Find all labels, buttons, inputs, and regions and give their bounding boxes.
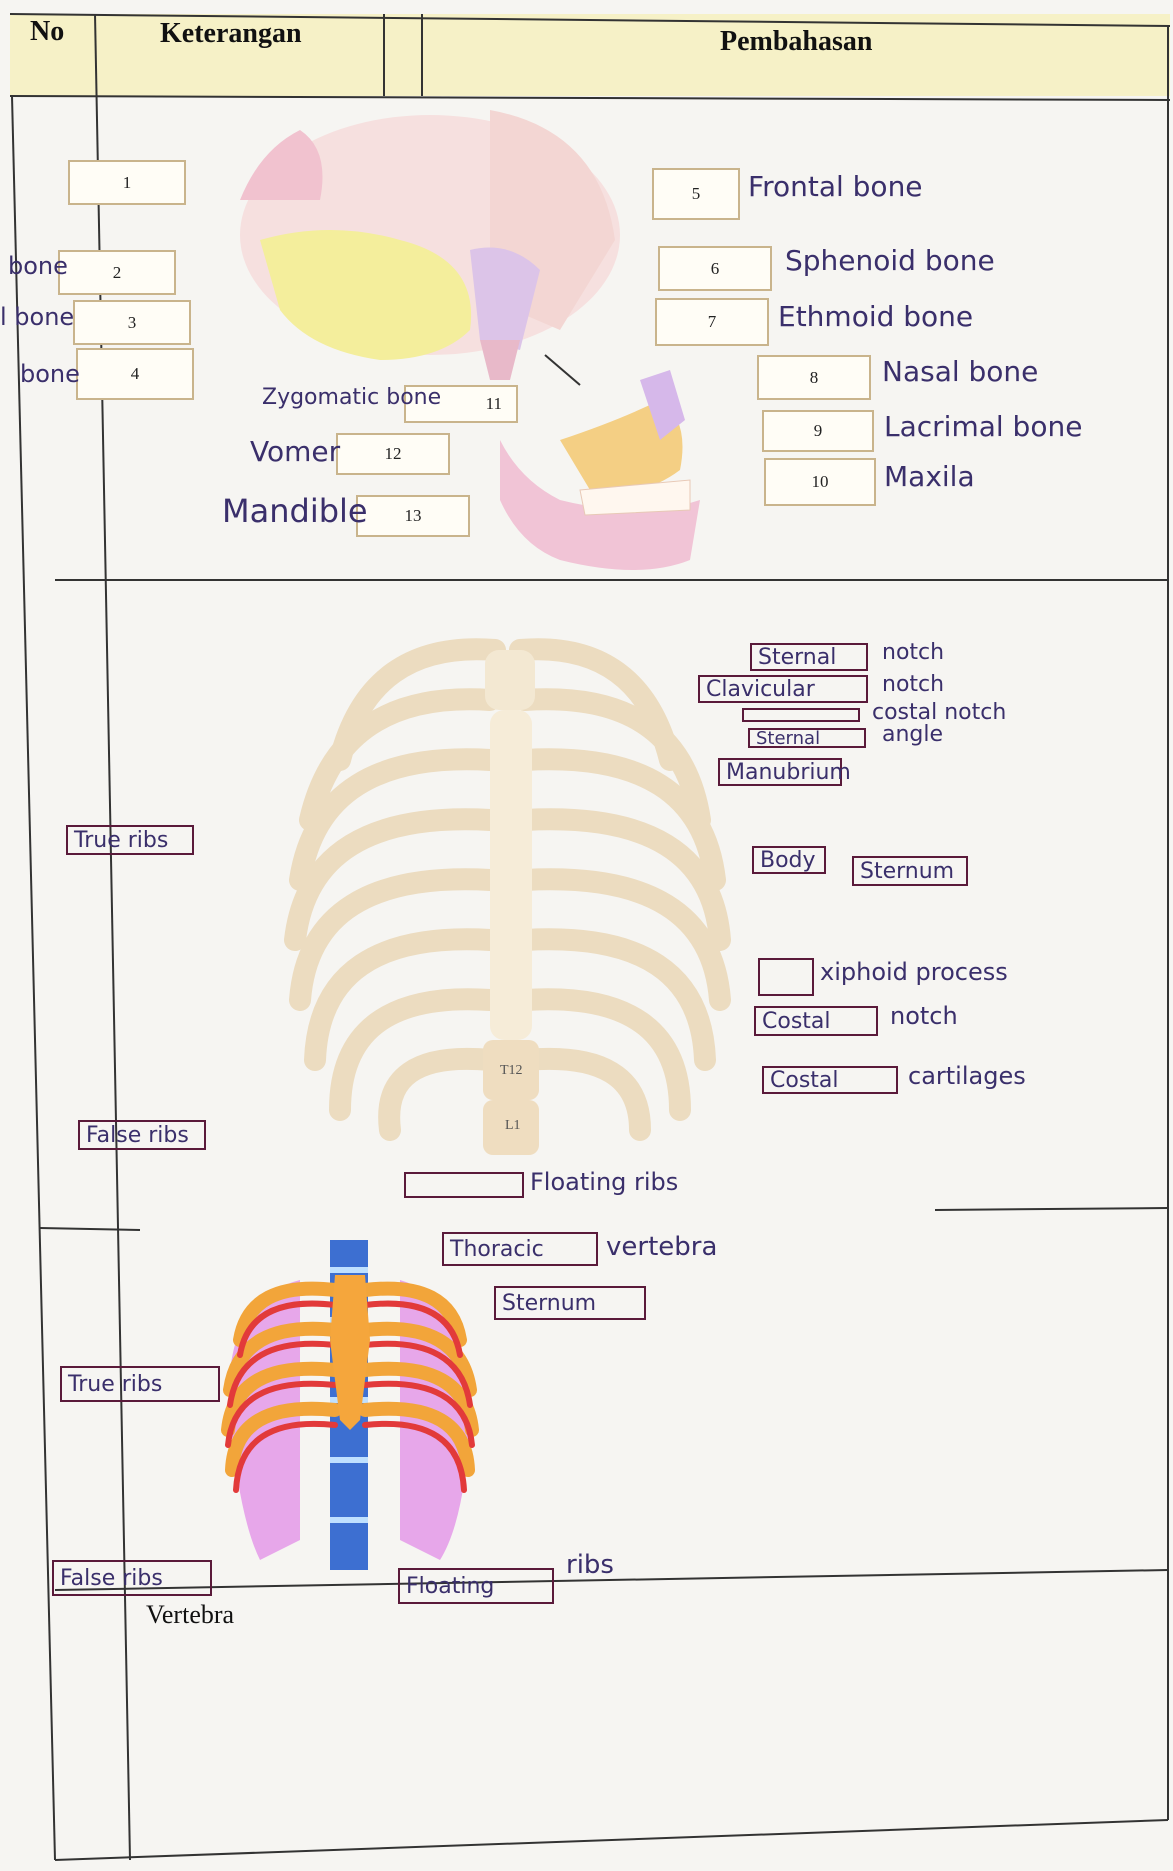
box-false-ribs: False ribs xyxy=(78,1120,206,1150)
hw-11: Zygomatic bone xyxy=(262,385,441,410)
box-manubrium: Manubrium xyxy=(718,758,842,786)
box-true-ribs-2: True ribs xyxy=(60,1366,220,1402)
label-box-9: 9 xyxy=(762,410,874,452)
box-costal-notch-empty xyxy=(742,708,860,722)
ribs-text: ribs xyxy=(566,1550,614,1580)
t12-tag: T12 xyxy=(500,1063,523,1079)
label-box-5: 5 xyxy=(652,168,740,220)
xiphoid-text: xiphoid process xyxy=(820,958,1008,986)
floating-ribs-text: Floating ribs xyxy=(530,1168,678,1196)
box-xiphoid-empty xyxy=(758,958,814,996)
header-pembahasan: Pembahasan xyxy=(720,26,872,58)
hw-3: l bone xyxy=(0,303,74,331)
hw-6: Sphenoid bone xyxy=(785,244,995,277)
box-sternal: Sternal xyxy=(750,643,868,671)
box-sternum: Sternum xyxy=(852,856,968,886)
hw-13: Mandible xyxy=(222,492,368,530)
vertebra-heading: Vertebra xyxy=(146,1600,234,1630)
cartilages-text: cartilages xyxy=(908,1062,1026,1090)
box-costal-2: Costal xyxy=(762,1066,898,1094)
costal-notch-text-2: notch xyxy=(890,1002,958,1030)
hw-4: bone xyxy=(20,360,80,388)
label-box-11-number: 11 xyxy=(486,394,502,414)
hw-7: Ethmoid bone xyxy=(778,300,973,333)
sternal-angle-text: angle xyxy=(882,722,943,747)
hw-12: Vomer xyxy=(250,435,340,468)
vertebra-text: vertebra xyxy=(606,1232,717,1262)
thorax-illustration xyxy=(228,1240,472,1570)
box-costal: Costal xyxy=(754,1006,878,1036)
box-true-ribs: True ribs xyxy=(66,825,194,855)
box-floating: Floating xyxy=(398,1568,554,1604)
label-box-4: 4 xyxy=(76,348,194,400)
sternum-illustration xyxy=(483,650,539,1155)
label-box-7: 7 xyxy=(655,298,769,346)
label-box-13: 13 xyxy=(356,495,470,537)
header-no: No xyxy=(30,16,64,48)
label-box-6: 6 xyxy=(658,246,772,291)
label-box-3: 3 xyxy=(73,300,191,345)
clavicular-notch-text: notch xyxy=(882,672,944,697)
label-box-12: 12 xyxy=(336,433,450,475)
header-keterangan: Keterangan xyxy=(160,18,302,50)
sternal-notch-text: notch xyxy=(882,640,944,665)
label-box-1: 1 xyxy=(68,160,186,205)
label-box-8: 8 xyxy=(757,355,871,400)
box-false-ribs-2: False ribs xyxy=(52,1560,212,1596)
box-floating-empty xyxy=(404,1172,524,1198)
box-thoracic: Thoracic xyxy=(442,1232,598,1266)
label-box-10: 10 xyxy=(764,458,876,506)
hw-2: bone xyxy=(8,252,68,280)
hw-10: Maxila xyxy=(884,460,975,493)
hw-5: Frontal bone xyxy=(748,170,923,203)
hw-9: Lacrimal bone xyxy=(884,410,1082,443)
l1-tag: L1 xyxy=(505,1118,521,1134)
hw-8: Nasal bone xyxy=(882,355,1038,388)
box-sternal-angle: Sternal xyxy=(748,728,866,748)
box-sternum-2: Sternum xyxy=(494,1286,646,1320)
box-body: Body xyxy=(752,846,826,874)
box-clavicular: Clavicular xyxy=(698,675,868,703)
label-box-2: 2 xyxy=(58,250,176,295)
